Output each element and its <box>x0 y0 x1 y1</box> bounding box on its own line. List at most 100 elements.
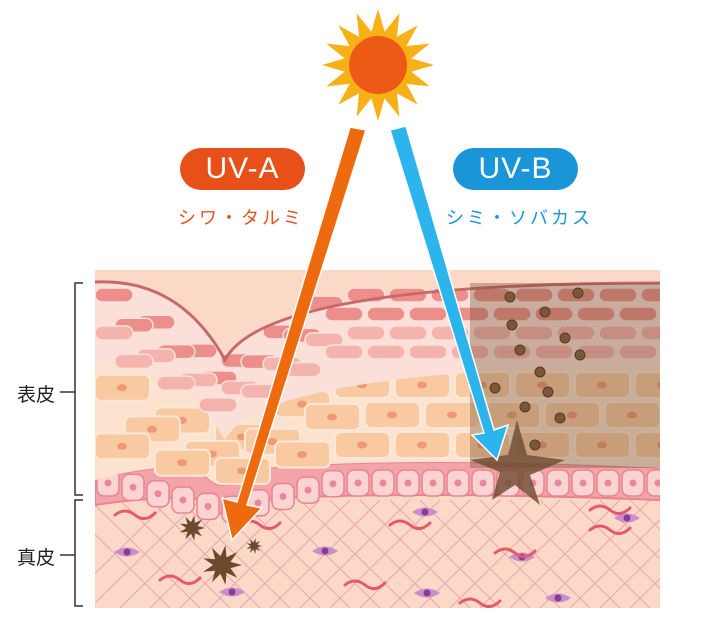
epidermis-bracket <box>60 282 83 496</box>
cell-nucleus <box>387 411 397 419</box>
horny-cell <box>304 332 344 348</box>
melanin-granule <box>572 287 584 299</box>
cell-nucleus <box>117 384 127 392</box>
collagen-fiber <box>239 499 351 608</box>
cell-nucleus <box>177 459 187 467</box>
uvb-badge: UV-B <box>453 148 578 190</box>
melanocyte <box>470 420 565 505</box>
cell-nucleus <box>567 411 577 419</box>
horny-cell <box>388 325 428 341</box>
basal-cell <box>646 469 660 497</box>
cell-nucleus <box>629 479 637 487</box>
horny-cell <box>95 325 134 341</box>
cell-nucleus <box>687 412 697 419</box>
collagen-fiber <box>690 500 710 608</box>
fibroblast-nucleus <box>228 588 236 596</box>
fibroblast-nucleus <box>554 594 562 602</box>
cell-nucleus <box>657 441 660 449</box>
horny-cell <box>598 287 638 303</box>
horny-cell <box>514 325 554 341</box>
cell-nucleus <box>154 490 162 498</box>
blood-vessel <box>458 597 502 608</box>
damaged-collagen-mark <box>179 515 205 541</box>
spinous-cell <box>634 431 660 459</box>
fibroblast-nucleus <box>623 514 631 522</box>
horny-cell <box>324 344 364 360</box>
cell-nucleus <box>329 480 337 488</box>
cell-nucleus <box>454 479 462 487</box>
horny-cell <box>114 353 154 370</box>
cell-nucleus <box>327 413 337 421</box>
horny-cell <box>618 306 658 322</box>
cell-nucleus <box>179 496 187 504</box>
melanin-granule <box>514 344 526 356</box>
cell-nucleus <box>627 411 637 419</box>
skin-cross-section <box>95 270 710 608</box>
cell-nucleus <box>267 438 277 446</box>
cell-nucleus <box>417 381 427 389</box>
collagen-fiber <box>95 499 201 608</box>
melanin-granule <box>559 332 571 344</box>
melanin-granule <box>506 319 518 331</box>
horny-cell <box>324 306 364 322</box>
melanin-granules <box>489 287 586 451</box>
blood-vessel <box>588 504 632 515</box>
melanin-granule <box>489 382 501 394</box>
collagen-fiber <box>569 499 660 608</box>
uva-arrow <box>220 126 367 542</box>
melanin-granule <box>554 412 566 424</box>
horny-cell <box>661 307 699 321</box>
damaged-collagen-mark <box>203 545 242 585</box>
melanin-granule <box>539 306 551 318</box>
cell-nucleus <box>237 467 247 475</box>
blood-vessel <box>493 547 537 558</box>
cell-nucleus <box>117 442 127 450</box>
dermis-label: 真皮 <box>17 547 56 569</box>
blood-vessel <box>388 519 432 530</box>
horny-cell <box>346 325 386 341</box>
cell-nucleus <box>279 492 287 500</box>
cell-nucleus <box>429 479 437 487</box>
cell-nucleus <box>304 486 312 494</box>
cell-nucleus <box>537 381 547 389</box>
cell-nucleus <box>654 479 660 487</box>
blood-vessel <box>588 524 632 535</box>
horny-cell <box>408 306 448 322</box>
fibroblast-nucleus <box>321 547 329 555</box>
cell-nucleus <box>147 425 157 433</box>
horny-cell <box>640 287 660 303</box>
uvb-arrow <box>389 125 510 462</box>
blood-vessel <box>343 579 387 590</box>
collagen-fiber <box>299 499 411 608</box>
horny-cell <box>366 344 406 360</box>
spinous-cell <box>665 402 710 428</box>
melanin-granule <box>504 291 516 303</box>
fibroblast-nucleus <box>423 589 431 597</box>
fibroblast-nucleus <box>421 508 429 516</box>
collagen-fiber <box>449 499 561 608</box>
fibroblasts <box>113 504 640 608</box>
skin-surface <box>95 280 660 364</box>
horny-cell <box>198 397 238 413</box>
dermis-bracket <box>60 499 83 607</box>
horny-cell <box>640 325 660 341</box>
horny-cell <box>95 287 134 303</box>
damaged-collagen-mark <box>246 538 262 554</box>
cell-nucleus <box>597 381 607 389</box>
cell-nucleus <box>297 400 307 408</box>
melanin-granule <box>542 386 554 398</box>
cell-nucleus <box>597 441 607 449</box>
horny-cell <box>598 325 638 341</box>
cell-nucleus <box>554 479 562 487</box>
blood-vessel <box>113 509 157 520</box>
cell-nucleus <box>254 499 262 507</box>
horny-cell <box>366 306 406 322</box>
collagen-fiber <box>479 499 591 608</box>
cell-nucleus <box>354 479 362 487</box>
cell-nucleus <box>479 479 487 487</box>
blood-vessel <box>158 574 202 585</box>
cell-nucleus <box>104 479 112 487</box>
epidermis-label: 表皮 <box>17 384 56 406</box>
sun-icon <box>322 9 434 121</box>
